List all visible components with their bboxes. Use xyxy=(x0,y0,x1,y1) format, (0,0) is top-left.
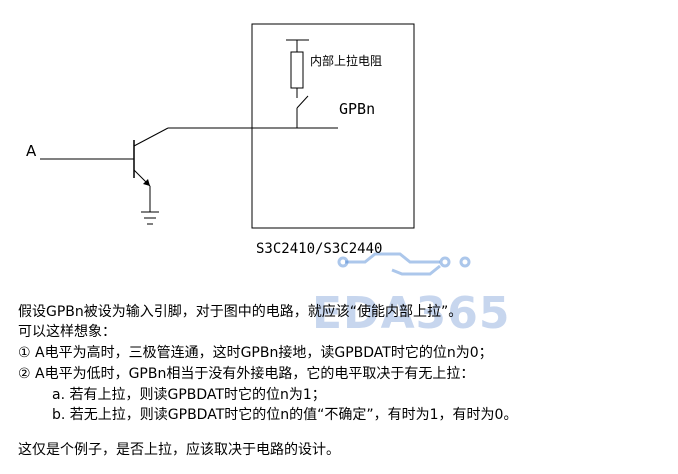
text-line-4: ② A电平为低时，GPBn相当于没有外接电路，它的电平取决于有无上拉： xyxy=(18,366,475,382)
text-line-1: 假设GPBn被设为输入引脚，对于图中的电路，就应该“使能内部上拉”。 xyxy=(18,304,463,320)
watermark-logo-icon xyxy=(337,252,471,276)
input-label: A xyxy=(26,142,37,160)
text-line-7: 这仅是个例子，是否上拉，应该取决于电路的设计。 xyxy=(18,442,340,458)
text-line-2: 可以这样想象： xyxy=(18,324,116,340)
emitter-arrow xyxy=(143,179,150,186)
pullup-resistor xyxy=(290,51,304,89)
text-line-5: a. 若有上拉，则读GPBDAT时它的位n为1； xyxy=(52,387,326,403)
pin-label: GPBn xyxy=(339,100,376,118)
watermark-text: EDA365 xyxy=(312,288,511,339)
text-line-6: b. 若无上拉，则读GPBDAT时它的位n的值“不确定”，有时为1，有时为0。 xyxy=(52,407,518,423)
collector-lead xyxy=(133,127,169,147)
pullup-switch xyxy=(296,95,309,109)
chip-box xyxy=(251,23,415,229)
chip-label: S3C2410/S3C2440 xyxy=(256,241,383,257)
resistor-label: 内部上拉电阻 xyxy=(310,54,383,68)
text-line-3: ① A电平为高时，三极管连通，这时GPBn接地，读GPBDAT时它的位n为0； xyxy=(18,345,493,361)
